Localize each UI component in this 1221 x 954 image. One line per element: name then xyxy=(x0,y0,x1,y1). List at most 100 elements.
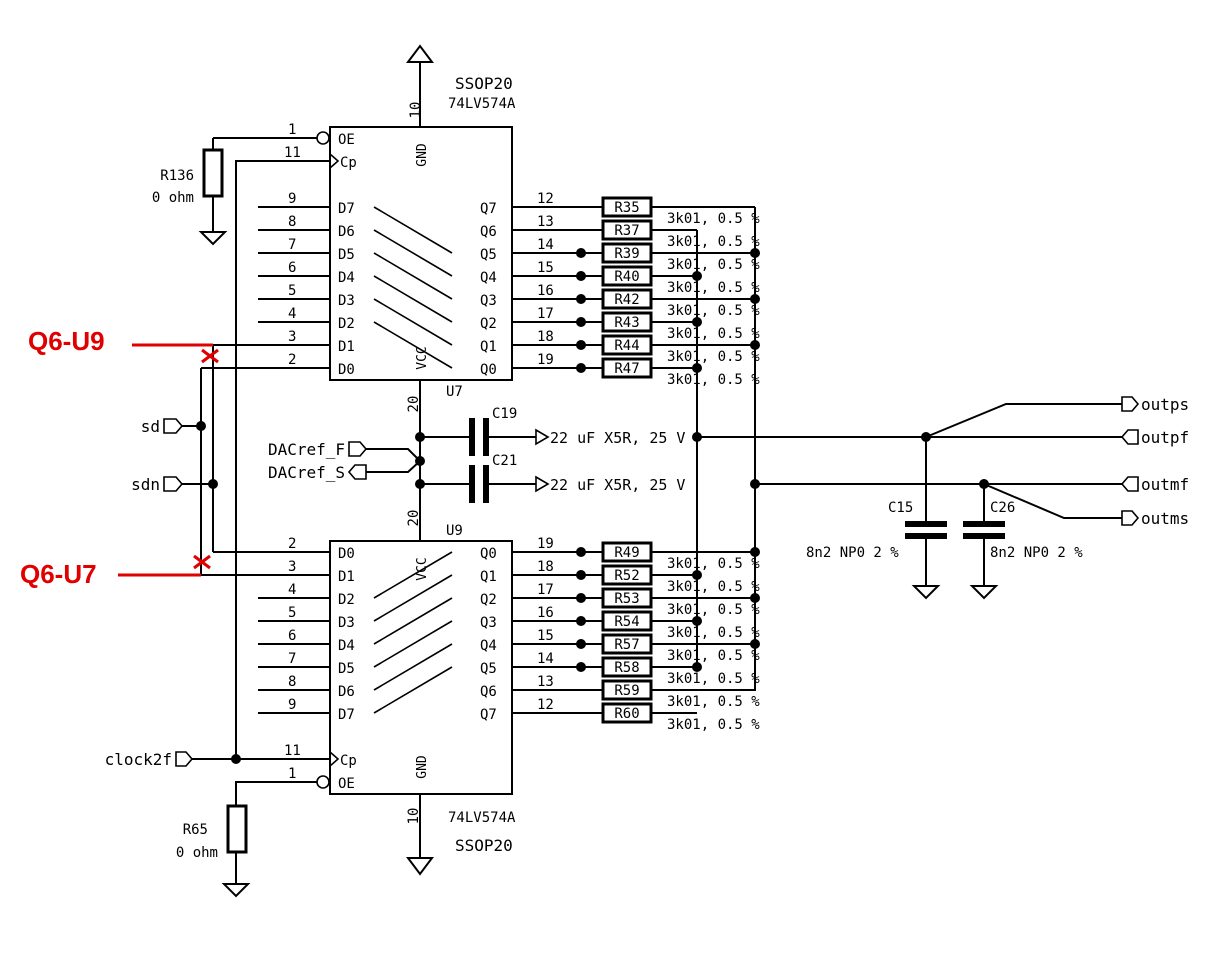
r42-ref: R42 xyxy=(614,292,639,308)
u9-package: SSOP20 xyxy=(455,836,513,855)
u9-d1-label: D1 xyxy=(338,569,355,585)
u7-d7-label: D7 xyxy=(338,201,355,217)
output-nets: C15 8n2 NP0 2 % C26 8n2 NP0 2 % outps ou… xyxy=(692,395,1189,600)
u9-d0-pin: 2 xyxy=(288,536,296,552)
r37-value: 3k01, 0.5 % xyxy=(667,234,760,250)
u9-oe-pin: 1 xyxy=(288,766,296,782)
dacref-f-label: DACref_F xyxy=(268,440,345,459)
u7-gnd-label: GND xyxy=(415,143,430,167)
u9-d6-label: D6 xyxy=(338,684,355,700)
u7-chip: 10 GND SSOP20 74LV574A U7 VCC 20 1 OE 11… xyxy=(213,44,516,757)
u7-cp-label: Cp xyxy=(340,155,357,171)
c26-ref: C26 xyxy=(990,500,1015,516)
c15-ground-icon xyxy=(911,585,941,600)
c21-value: 22 uF X5R, 25 V xyxy=(550,476,685,494)
r52-body xyxy=(601,564,653,586)
u7-package: SSOP20 xyxy=(455,74,513,93)
r49-ref: R49 xyxy=(614,545,639,561)
u9-q2-label: Q2 xyxy=(480,592,497,608)
u7-d1-label: D1 xyxy=(338,339,355,355)
u9-d5-label: D5 xyxy=(338,661,355,677)
r136: R136 0 ohm xyxy=(152,138,228,246)
r58-value: 3k01, 0.5 % xyxy=(667,671,760,687)
r40-ref: R40 xyxy=(614,269,639,285)
r59-ref: R59 xyxy=(614,683,639,699)
u9-d7-label: D7 xyxy=(338,707,355,723)
r136-value: 0 ohm xyxy=(152,190,194,206)
r52-value: 3k01, 0.5 % xyxy=(667,579,760,595)
r53-body xyxy=(601,587,653,609)
u9-d1-pin: 3 xyxy=(288,559,296,575)
outms-label: outms xyxy=(1141,509,1189,528)
r40-value: 3k01, 0.5 % xyxy=(667,280,760,296)
r53-value: 3k01, 0.5 % xyxy=(667,602,760,618)
r57-body xyxy=(601,633,653,655)
u9-d0-label: D0 xyxy=(338,546,355,562)
u9-q4-pin: 15 xyxy=(537,628,554,644)
u9-part: 74LV574A xyxy=(448,810,516,826)
u9-q3-pin: 16 xyxy=(537,605,554,621)
r60-body xyxy=(601,702,653,724)
u7-q7-pin: 12 xyxy=(537,191,554,207)
dacref-s-port-icon xyxy=(347,464,367,480)
r54-body xyxy=(601,610,653,632)
u7-ref: U7 xyxy=(446,384,463,400)
u9-q6-pin: 13 xyxy=(537,674,554,690)
u9-ref: U9 xyxy=(446,523,463,539)
r43-body xyxy=(601,311,653,333)
r59-value: 3k01, 0.5 % xyxy=(667,694,760,710)
u7-gnd-pin: 10 xyxy=(408,102,424,119)
u9-q-pins: 19 18 17 16 15 14 13 12 Q0 Q1 Q2 Q3 Q4 Q… xyxy=(373,536,603,723)
outps-label: outps xyxy=(1141,395,1189,414)
outmf-port-icon xyxy=(1120,476,1139,492)
r136-ref: R136 xyxy=(160,168,194,184)
r44-body xyxy=(601,334,653,356)
outmf-label: outmf xyxy=(1141,475,1189,494)
r65-body xyxy=(226,804,248,854)
annotation-q6-u7: Q6-U7 xyxy=(20,554,211,589)
r60-ref: R60 xyxy=(614,706,639,722)
u9-cp-pin: 11 xyxy=(284,743,301,759)
u9-q1-pin: 18 xyxy=(537,559,554,575)
sdn-port: sdn xyxy=(131,475,218,494)
outpf-label: outpf xyxy=(1141,428,1189,447)
u9-q0-label: Q0 xyxy=(480,546,497,562)
c26-ground-icon xyxy=(969,585,999,600)
outms-port-icon xyxy=(1121,510,1140,526)
r47-body xyxy=(601,357,653,379)
u7-d4-pin: 6 xyxy=(288,260,296,276)
u9-q4-label: Q4 xyxy=(480,638,497,654)
u9-gnd-label: GND xyxy=(415,755,430,779)
u7-d7-pin: 9 xyxy=(288,191,296,207)
u9-q5-label: Q5 xyxy=(480,661,497,677)
u7-power-arrow-icon xyxy=(406,44,434,63)
c26-value: 8n2 NP0 2 % xyxy=(990,545,1083,561)
u7-q6-label: Q6 xyxy=(480,224,497,240)
u7-d2-pin: 4 xyxy=(288,306,296,322)
c19-value: 22 uF X5R, 25 V xyxy=(550,429,685,447)
c19-arrow-icon xyxy=(535,428,550,446)
u7-oe-pin: 1 xyxy=(288,122,296,138)
u9-q5-pin: 14 xyxy=(537,651,554,667)
r136-body xyxy=(202,148,224,198)
r39-body xyxy=(601,242,653,264)
r49-value: 3k01, 0.5 % xyxy=(667,556,760,572)
u9-oe-label: OE xyxy=(338,776,355,792)
r44-ref: R44 xyxy=(614,338,639,354)
u9-q1-label: Q1 xyxy=(480,569,497,585)
r57-ref: R57 xyxy=(614,637,639,653)
r65-ref: R65 xyxy=(183,822,208,838)
u9-gnd-arrow-icon xyxy=(406,857,434,876)
u9-d3-pin: 5 xyxy=(288,605,296,621)
u7-d-pins: 9 8 7 6 5 4 3 2 D7 D6 D5 D4 D3 D2 D1 D0 xyxy=(201,191,355,378)
u7-q0-label: Q0 xyxy=(480,362,497,378)
dacref-s-label: DACref_S xyxy=(268,463,345,482)
r43-ref: R43 xyxy=(614,315,639,331)
u9-d4-pin: 6 xyxy=(288,628,296,644)
u7-vcc-pin: 20 xyxy=(406,396,422,413)
r49-body xyxy=(601,541,653,563)
u9-cp-label: Cp xyxy=(340,753,357,769)
outpf-port-icon xyxy=(1120,429,1139,445)
u7-q1-label: Q1 xyxy=(480,339,497,355)
